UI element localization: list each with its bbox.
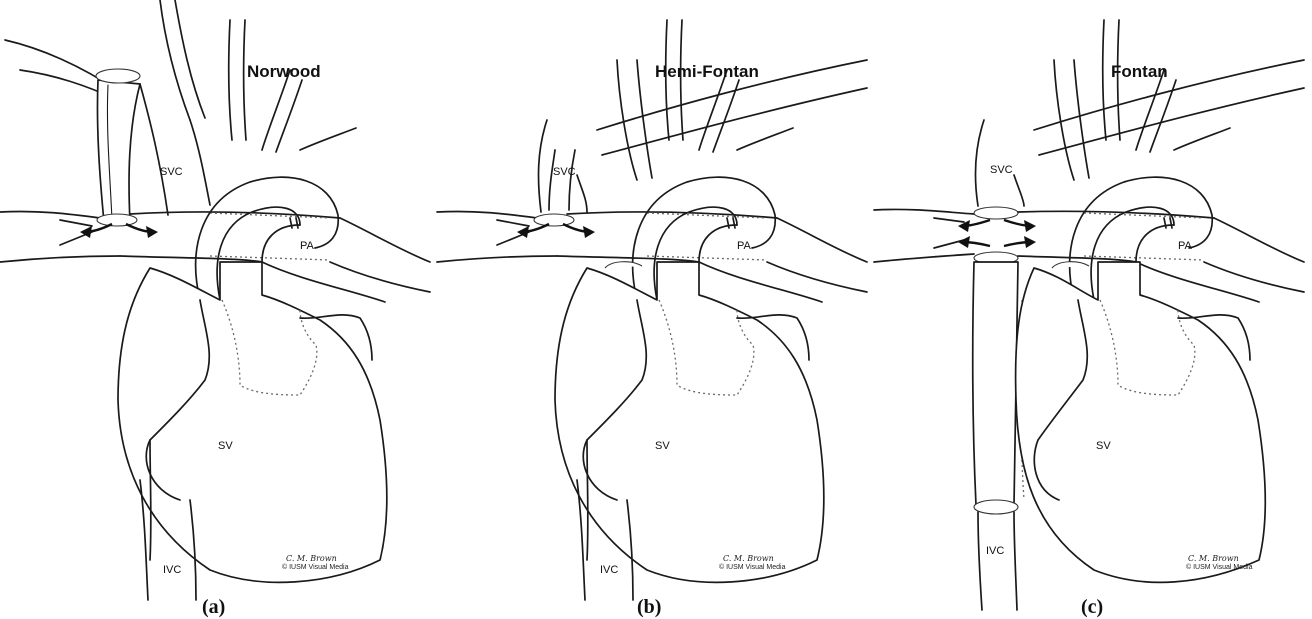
credit-source: © IUSM Visual Media <box>719 564 786 571</box>
panel-title: Fontan <box>1111 62 1168 82</box>
hemi-fontan-heart-illustration <box>437 0 874 619</box>
label-sv: SV <box>655 440 670 452</box>
great-vessels <box>1034 20 1304 180</box>
great-vessels <box>597 20 867 180</box>
pa-right-branch <box>1136 218 1304 302</box>
heart-body <box>118 262 387 582</box>
pulmonary-artery-branches <box>437 211 777 262</box>
arrows <box>958 220 1036 248</box>
norwood-heart-illustration <box>0 0 437 619</box>
panel-caption: (c) <box>1081 596 1103 619</box>
label-pa: PA <box>1178 240 1192 252</box>
bt-shunt <box>96 69 140 222</box>
credit-artist: C. M. Brown <box>723 554 774 563</box>
credit-artist: C. M. Brown <box>286 554 337 563</box>
label-svc: SVC <box>160 166 183 178</box>
label-ivc: IVC <box>600 564 618 576</box>
pulmonary-artery-branches <box>874 207 1214 264</box>
pa-right-branch <box>699 218 867 302</box>
panel-caption: (a) <box>202 596 225 619</box>
credit-source: © IUSM Visual Media <box>282 564 349 571</box>
panel-title: Norwood <box>247 62 321 82</box>
svc <box>976 120 1024 206</box>
panel-fontan: Fontan SVC PA SV IVC C. M. Brown © IUSM … <box>874 0 1311 619</box>
panel-hemi-fontan: Hemi-Fontan SVC PA SV IVC C. M. Brown © … <box>437 0 874 619</box>
atrial-patch <box>605 262 642 268</box>
label-sv: SV <box>218 440 233 452</box>
label-svc: SVC <box>990 164 1013 176</box>
label-pa: PA <box>737 240 751 252</box>
credit-artist: C. M. Brown <box>1188 554 1239 563</box>
panel-title: Hemi-Fontan <box>655 62 759 82</box>
heart-body <box>1016 262 1266 582</box>
label-ivc: IVC <box>163 564 181 576</box>
label-sv: SV <box>1096 440 1111 452</box>
credit-source: © IUSM Visual Media <box>1186 564 1253 571</box>
pulmonary-artery-branches <box>0 211 340 262</box>
ivc <box>978 512 1017 610</box>
label-pa: PA <box>300 240 314 252</box>
label-ivc: IVC <box>986 545 1004 557</box>
fontan-heart-illustration <box>874 0 1311 619</box>
pa-right-branch <box>262 218 430 302</box>
label-svc: SVC <box>553 166 576 178</box>
panel-norwood: Norwood SVC PA SV IVC C. M. Brown © IUSM… <box>0 0 437 619</box>
heart-body <box>555 262 824 582</box>
panel-caption: (b) <box>637 596 661 619</box>
